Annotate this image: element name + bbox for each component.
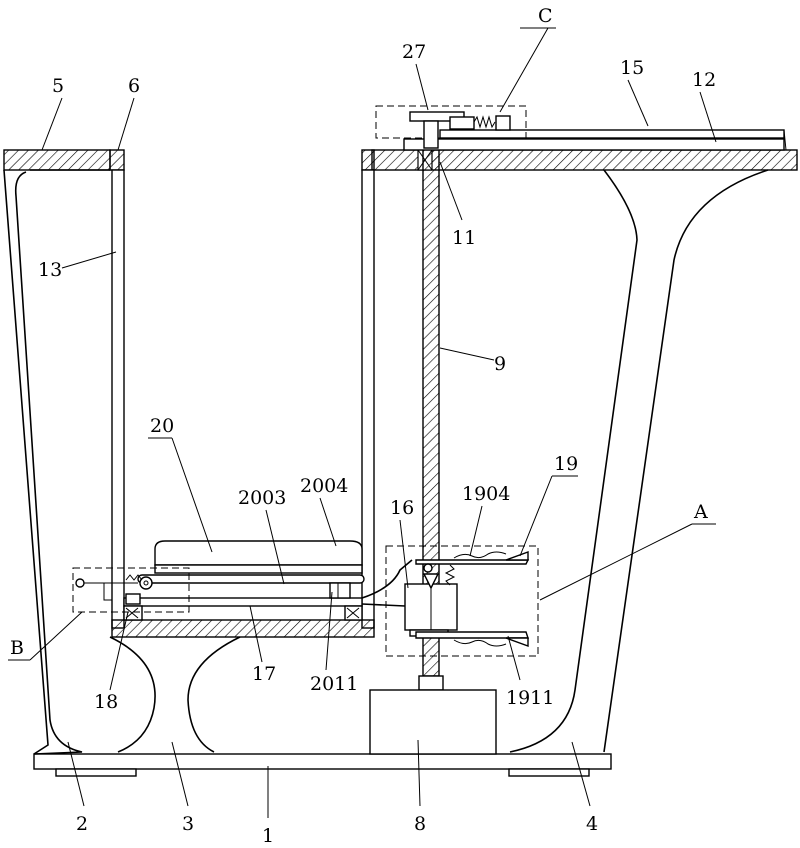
motor (370, 676, 496, 754)
label-2011: 2011 (310, 673, 358, 695)
label-1: 1 (262, 825, 274, 847)
label-18: 18 (94, 691, 118, 713)
label-13: 13 (38, 259, 62, 281)
label-15: 15 (620, 57, 644, 79)
label-2004: 2004 (300, 475, 348, 497)
center-support (110, 637, 240, 752)
guide-rail (404, 130, 786, 150)
right-leg-frame (510, 170, 768, 752)
pusher-assembly (138, 541, 364, 598)
label-27: 27 (402, 41, 426, 63)
label-1911: 1911 (506, 687, 554, 709)
label-12: 12 (692, 69, 716, 91)
left-leg-frame (4, 170, 110, 754)
label-4: 4 (586, 813, 598, 835)
label-5: 5 (52, 75, 64, 97)
label-9: 9 (494, 353, 506, 375)
label-a: A (693, 501, 708, 523)
label-2003: 2003 (238, 487, 286, 509)
label-19: 19 (554, 453, 578, 475)
label-2: 2 (76, 813, 88, 835)
label-3: 3 (182, 813, 194, 835)
label-1904: 1904 (462, 483, 510, 505)
label-17: 17 (252, 663, 276, 685)
label-6: 6 (128, 75, 140, 97)
label-b: B (10, 637, 24, 659)
top-plate (4, 150, 797, 170)
label-16: 16 (390, 497, 414, 519)
label-8: 8 (414, 813, 426, 835)
label-20: 20 (150, 415, 174, 437)
bucket-bottom (112, 620, 374, 637)
label-c: C (538, 5, 553, 27)
label-11: 11 (452, 227, 476, 249)
base-plate (34, 754, 611, 776)
detail-a (362, 546, 538, 656)
lifting-plate (124, 598, 362, 620)
